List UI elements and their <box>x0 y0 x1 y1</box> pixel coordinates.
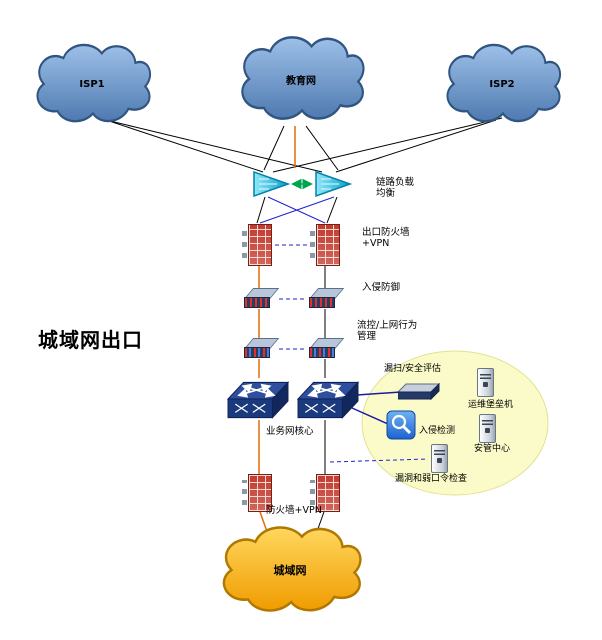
exit-firewall-left-icon <box>242 224 272 266</box>
core-switch-right-icon <box>296 379 360 421</box>
switch-shape <box>226 381 290 419</box>
device-port-panel <box>244 297 270 308</box>
firewall-brick-wall-icon <box>316 224 340 266</box>
exit-firewall-label: 出口防火墙 +VPN <box>362 227 410 250</box>
soc-server-icon <box>479 414 496 443</box>
cloud-metro-shape <box>222 526 362 612</box>
vuln-scanner-icon <box>396 382 441 401</box>
bastion-host-icon <box>477 368 494 397</box>
weak-password-label: 漏洞和弱口令检查 <box>395 474 468 484</box>
flow-control-label: 流控/上网行为 管理 <box>357 320 418 343</box>
firewall-brick-wall-icon <box>248 474 272 512</box>
scanner-shape <box>396 382 441 401</box>
cloud-isp1: ISP1 <box>26 38 158 130</box>
device-port-panel <box>309 297 335 308</box>
device-port-panel <box>309 347 335 358</box>
bastion-label: 运维堡垒机 <box>468 400 514 410</box>
inner-firewall-label: 防火墙+VPN <box>266 505 322 516</box>
inner-firewall-right-icon <box>310 474 340 512</box>
core-switch-left-icon <box>226 379 290 421</box>
firewall-connector-icon <box>310 230 315 258</box>
cloud-edu-shape <box>241 36 365 120</box>
cloud-edu: 教育网 <box>230 30 372 128</box>
load-balancer-shape <box>253 170 291 198</box>
ips-right-icon <box>309 288 345 308</box>
security-zone-links <box>329 391 429 463</box>
firewall-brick-wall-icon <box>248 224 272 266</box>
cloud-metro: 城域网 <box>210 520 370 620</box>
exit-firewall-right-icon <box>310 224 340 266</box>
flow-control-right-icon <box>309 338 345 358</box>
vuln-scan-label: 漏扫/安全评估 <box>384 364 442 374</box>
cloud-isp1-shape <box>36 43 152 123</box>
cloud-isp2-shape <box>446 43 562 123</box>
core-switch-label: 业务网核心 <box>266 426 314 437</box>
device-port-panel <box>244 347 270 358</box>
cloud-metro-label: 城域网 <box>273 564 307 577</box>
ips-label: 入侵防御 <box>362 282 401 293</box>
cloud-isp2: ISP2 <box>436 38 568 130</box>
ha-pair-dashed-links <box>275 244 309 350</box>
soc-label: 安管中心 <box>474 444 511 454</box>
load-balancer-right-icon <box>314 169 353 199</box>
firewall-connector-icon <box>242 230 247 258</box>
cloud-isp1-label: ISP1 <box>79 78 105 90</box>
flow-control-left-icon <box>244 338 280 358</box>
weak-password-checker-icon <box>431 444 448 473</box>
switch-shape <box>296 381 360 419</box>
ips-left-icon <box>244 288 280 308</box>
cloud-edu-label: 教育网 <box>286 75 316 87</box>
ids-label: 入侵检测 <box>419 426 456 436</box>
firewall-brick-wall-icon <box>316 474 340 512</box>
loadbalancer-to-firewall-links <box>256 196 338 224</box>
inner-firewall-left-icon <box>242 474 272 512</box>
page-title: 城域网出口 <box>38 328 143 352</box>
intrusion-detection-icon <box>386 410 416 440</box>
cloud-isp2-label: ISP2 <box>489 78 515 90</box>
load-balancer-shape <box>315 170 353 198</box>
firewall-connector-icon <box>242 480 247 506</box>
load-balancer-left-icon <box>252 169 291 199</box>
magnifier-glyph <box>386 410 416 440</box>
firewall-connector-icon <box>310 480 315 506</box>
cloud-to-loadbalancer-links <box>99 117 503 173</box>
load-balancer-label: 链路负载 均衡 <box>376 177 415 200</box>
